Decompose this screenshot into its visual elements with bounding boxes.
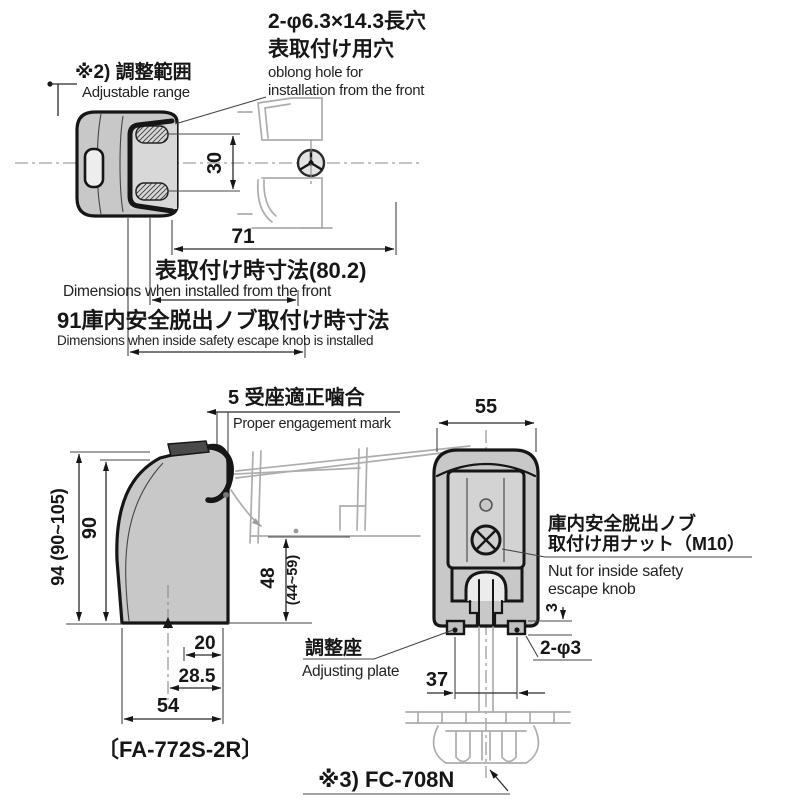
knob-leader-arrow	[489, 769, 509, 792]
keeper-phantom-top-inner	[264, 103, 291, 139]
oblong-hole-top	[135, 125, 169, 144]
note-adjustable-range: ※2) 調整範囲 Adjustable range	[47, 60, 192, 116]
adjustable-range-label-en: Adjustable range	[82, 84, 190, 101]
oblong-hole-label-jp1: 2-φ6.3×14.3長穴	[268, 9, 426, 33]
knob-model-label: ※3) FC-708N	[318, 767, 454, 792]
dim-lower-extensions	[127, 218, 306, 358]
latch-cap-divider-2	[119, 115, 124, 213]
front-inner-guides	[466, 478, 505, 562]
oblong-hole-label-en1: oblong hole for	[268, 64, 363, 81]
dim-71-extensions	[171, 202, 397, 255]
foot-hole-left	[452, 627, 458, 633]
escape-knob-install-label-jp: 91庫内安全脱出ノブ取付け時寸法	[57, 308, 389, 333]
keeper-phantom-step	[339, 505, 366, 531]
adjustable-range-label-jp: ※2) 調整範囲	[75, 60, 192, 83]
dim-48-extensions	[228, 536, 350, 624]
knob-view: ※3) FC-708N	[303, 711, 571, 795]
knob-body	[432, 725, 540, 764]
plate-holes-label: 2-φ3	[540, 638, 581, 659]
base-center-mark	[163, 617, 173, 628]
dim-71-value: 71	[231, 225, 255, 248]
oblong-hole-label-en2: installation from the front	[268, 82, 425, 99]
escape-knob-install-label-en: Dimensions when inside safety escape kno…	[57, 333, 373, 348]
nut-label-en1: Nut for inside safety	[548, 563, 683, 580]
oblong-hole-bottom	[135, 182, 169, 201]
latch-hook	[205, 444, 234, 504]
oblong-hole-leader	[174, 96, 267, 125]
nut-label-en2: escape knob	[548, 581, 636, 598]
front-collar	[468, 599, 504, 628]
dim-30-value: 30	[204, 152, 226, 174]
knob-center-post	[481, 730, 491, 761]
front-install-label-en: Dimensions when installed from the front	[63, 283, 332, 300]
foot-hole-right	[514, 627, 520, 633]
engagement-label-en: Proper engagement mark	[233, 416, 392, 432]
shelf-phantom-slants	[235, 445, 471, 479]
adjustable-range-bracket	[50, 83, 77, 116]
keeper-phantom-top-plate	[261, 97, 323, 141]
dim-3-value: 3	[544, 603, 561, 612]
dim-94-90-extensions	[66, 451, 150, 625]
top-view: 30 71	[15, 97, 420, 358]
front-cap-seam	[435, 462, 537, 478]
dim-30-extensions	[168, 133, 240, 192]
latch-inner-bracket	[127, 118, 175, 214]
front-arch	[464, 570, 508, 601]
swing-arc	[230, 489, 262, 527]
dim-55-extensions	[436, 428, 537, 452]
dim-base-extensions	[121, 628, 224, 724]
nut-label-jp2: 取付け用ナット（M10）	[548, 533, 745, 554]
dim-55-value: 55	[475, 396, 497, 418]
hook-pin-dot	[223, 492, 229, 498]
latch-model-label: 〔FA-772S-2R〕	[97, 737, 263, 762]
note-engagement: 5 受座適正噛合 Proper engagement mark	[206, 385, 400, 462]
shaft-below-body	[478, 626, 494, 713]
nut-label-jp1: 庫内安全脱出ノブ	[548, 513, 697, 534]
dim-37-value: 37	[426, 669, 448, 691]
front-install-label-jp: 表取付け時寸法(80.2)	[155, 258, 366, 283]
adjusting-plate-label-en: Adjusting plate	[302, 663, 399, 680]
note-installed-dimensions: 表取付け時寸法(80.2) Dimensions when installed …	[57, 258, 389, 348]
keeper-phantom-bottom-curve2	[263, 179, 277, 217]
note-oblong-hole: 2-φ6.3×14.3長穴 表取付け用穴 oblong hole for ins…	[174, 9, 426, 125]
shelf-phantom-line	[214, 467, 361, 476]
knob-grip-notches	[455, 730, 517, 763]
dim-3-extensions	[528, 620, 572, 636]
keeper-phantom-right-pair	[356, 447, 368, 531]
knob-flange	[405, 711, 571, 724]
phantom-pivot-dot	[293, 528, 299, 534]
front-small-hole	[479, 498, 493, 512]
plate-holes-leader	[525, 635, 592, 661]
keeper-phantom-side-pair	[249, 450, 262, 544]
latch-top-cap	[167, 440, 210, 457]
latch-side-inner-edge	[125, 462, 164, 622]
nut-cross	[474, 528, 498, 552]
keeper-phantom-bottom-curve1	[256, 179, 273, 223]
keeper-phantom-top-outer	[257, 97, 293, 141]
dim-28-value: 28.5	[179, 666, 216, 687]
dim-37-extensions	[454, 637, 518, 699]
dim-90-value: 90	[79, 517, 101, 539]
adjusting-plate-leader	[303, 629, 454, 660]
dim-48-value: 48	[258, 567, 279, 588]
knob-shaft-center-dot	[308, 160, 314, 166]
front-legs	[450, 566, 524, 603]
dim-54-value: 54	[157, 695, 180, 717]
front-shaft	[478, 579, 494, 627]
latch-side-hole	[83, 147, 105, 189]
front-view: 55 庫内安全脱出ノブ 取付け用ナット（M10） Nut for inside …	[302, 396, 752, 778]
adjusting-plate-label-jp: 調整座	[305, 636, 362, 659]
dim-20-value: 20	[194, 633, 215, 654]
side-view: 94 (90~105) 90 48 (44~59) 20 28.5 54 〔FA…	[48, 440, 471, 762]
nut-leader	[501, 548, 752, 558]
engagement-label-jp: 5 受座適正噛合	[228, 385, 366, 409]
dim-94-value: 94 (90~105)	[48, 488, 68, 586]
knob-flange-ticks	[417, 711, 555, 724]
dim-48-range-value: (44~59)	[285, 555, 301, 606]
oblong-hole-label-jp2: 表取付け用穴	[268, 37, 394, 61]
